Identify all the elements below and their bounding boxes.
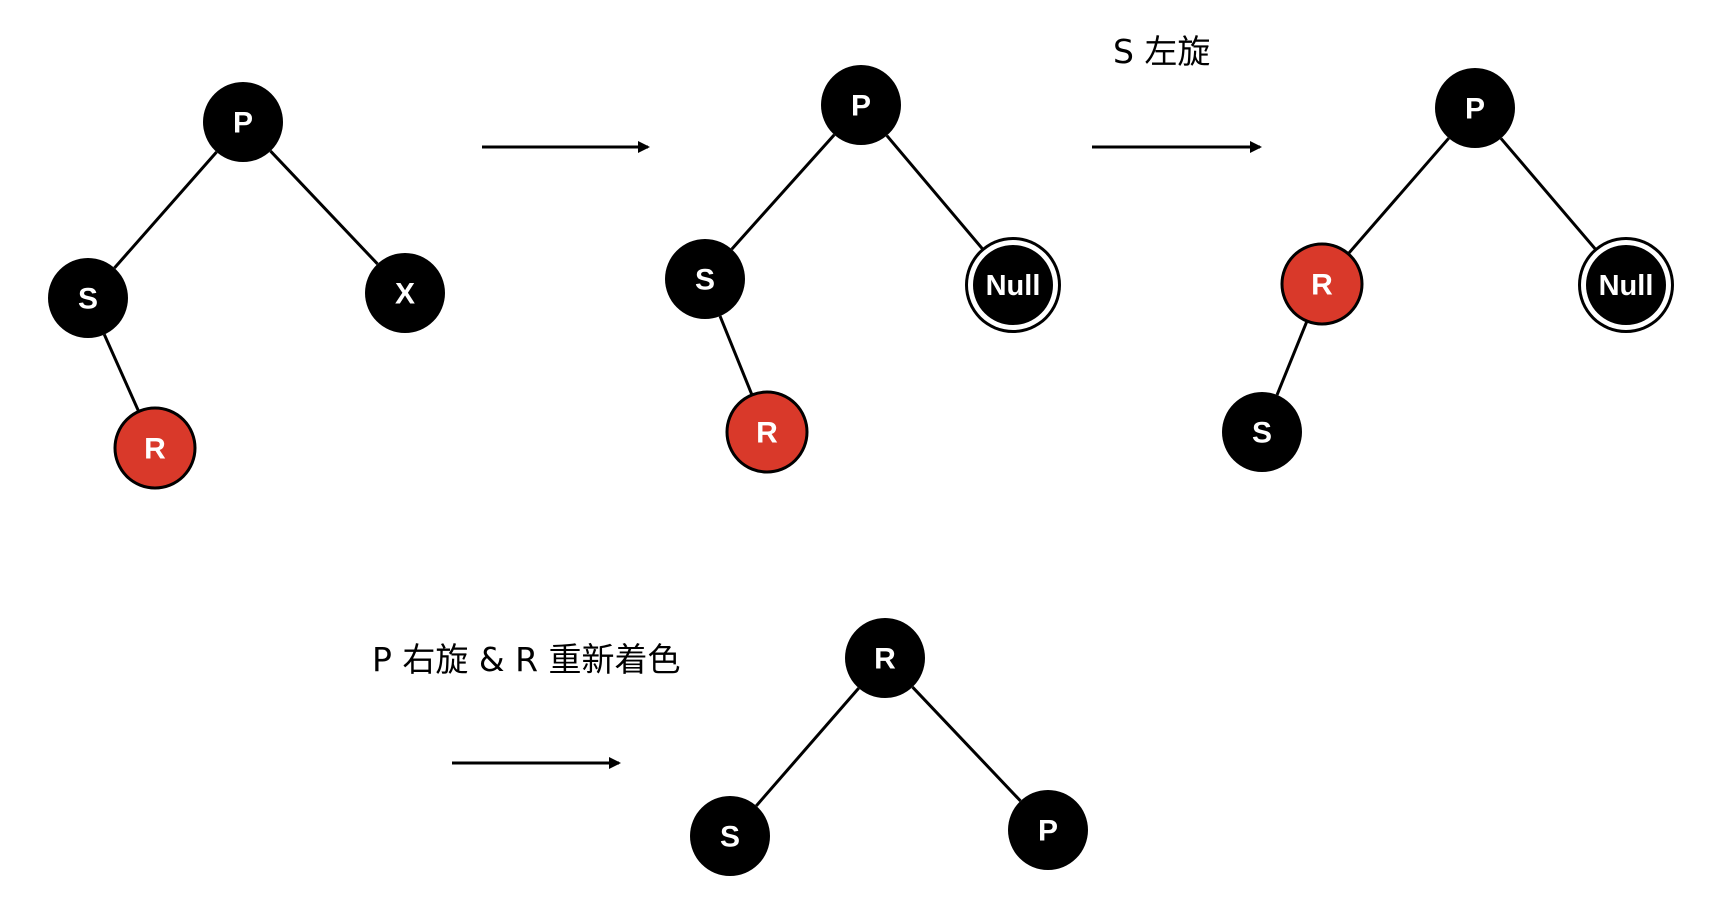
tree-initial: P S X R: [48, 82, 445, 490]
node-circle: [845, 618, 925, 698]
node-circle: [973, 245, 1053, 325]
node-circle: [725, 390, 809, 474]
tree-edge: [911, 686, 1022, 802]
tree-edge: [1499, 137, 1602, 256]
caption-right-rotate-recolor: P 右旋 & R 重新着色: [372, 640, 681, 679]
node-r: R: [845, 618, 925, 698]
node-circle: [113, 406, 197, 490]
tree-edge: [102, 333, 141, 413]
node-null: Null: [1578, 237, 1674, 333]
node-s: S: [48, 258, 128, 338]
tree-edge: [1275, 320, 1309, 396]
node-null: Null: [965, 237, 1061, 333]
node-s: S: [665, 239, 745, 319]
node-label: S: [720, 821, 740, 854]
node-label: Null: [1599, 270, 1654, 302]
node-label: S: [78, 283, 98, 316]
tree-edge: [269, 150, 379, 265]
node-circle: [365, 253, 445, 333]
node-circle: [48, 258, 128, 338]
node-label: S: [695, 264, 715, 297]
node-label: S: [1252, 417, 1272, 450]
tree-edge: [885, 134, 989, 256]
tree-edge: [1347, 137, 1450, 255]
tree-edge: [730, 133, 836, 251]
node-x: X: [365, 253, 445, 333]
tree-edge: [113, 151, 218, 269]
tree-after-right-rotate: R S P: [690, 618, 1088, 876]
node-p: P: [1008, 790, 1088, 870]
caption-left-rotate: S 左旋: [1113, 32, 1210, 71]
node-label: R: [144, 433, 166, 466]
node-circle: [1222, 392, 1302, 472]
node-label: P: [1038, 815, 1058, 848]
node-s: S: [1222, 392, 1302, 472]
node-label: P: [1465, 93, 1485, 126]
node-r: R: [1280, 242, 1364, 326]
node-r: R: [113, 406, 197, 490]
node-label: X: [395, 278, 415, 311]
node-p: P: [821, 65, 901, 145]
node-s: S: [690, 796, 770, 876]
tree-edge: [718, 315, 754, 396]
node-p: P: [203, 82, 283, 162]
node-circle: [1280, 242, 1364, 326]
node-label: Null: [986, 270, 1041, 302]
node-circle: [1586, 245, 1666, 325]
node-circle: [821, 65, 901, 145]
tree-edge: [755, 687, 860, 807]
node-circle: [203, 82, 283, 162]
node-circle: [665, 239, 745, 319]
node-circle: [1008, 790, 1088, 870]
node-label: P: [233, 107, 253, 140]
node-circle: [690, 796, 770, 876]
node-label: R: [756, 417, 778, 450]
node-label: R: [1311, 269, 1333, 302]
node-p: P: [1435, 68, 1515, 148]
node-label: P: [851, 90, 871, 123]
node-r: R: [725, 390, 809, 474]
node-circle: [1435, 68, 1515, 148]
node-label: R: [874, 643, 896, 676]
